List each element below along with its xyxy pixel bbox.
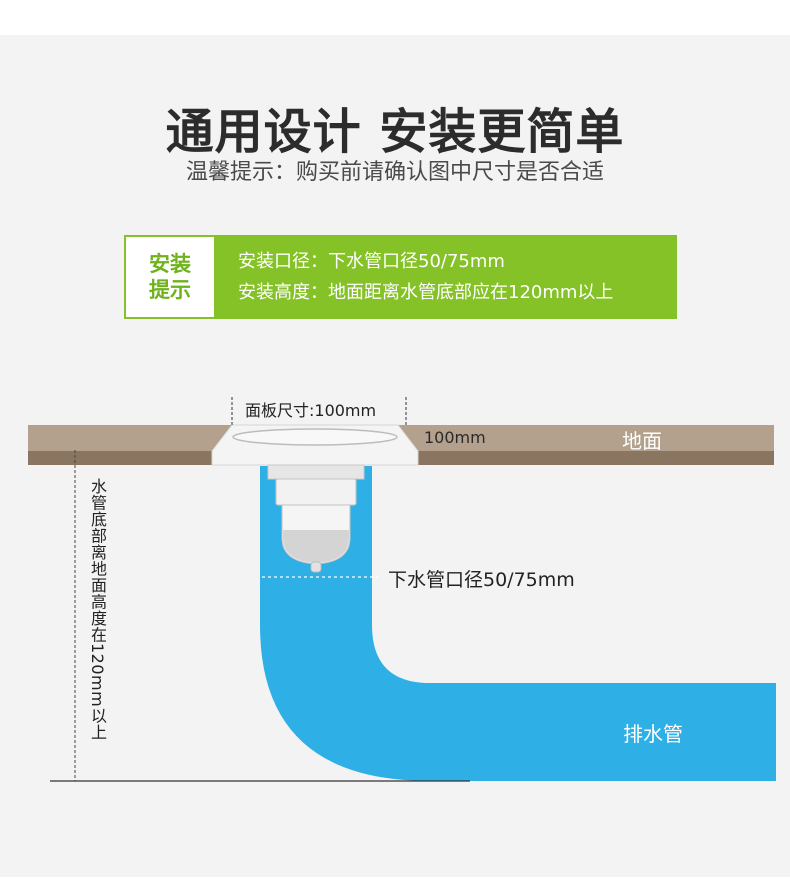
pipe-diameter-label: 下水管口径50/75mm	[388, 569, 575, 591]
drain-pipe	[260, 466, 776, 781]
install-tag: 安装 提示	[126, 237, 214, 317]
install-height-text: 安装高度：地面距离水管底部应在120mm以上	[238, 282, 614, 303]
install-tag-line1: 安装	[149, 251, 191, 276]
height-note-vertical: 水管底部离地面高度在120mm以上	[88, 478, 107, 741]
ground-label: 地面	[622, 429, 662, 453]
install-info-box: 安装 提示 安装口径：下水管口径50/75mm 安装高度：地面距离水管底部应在1…	[124, 235, 677, 319]
drain-core-body	[275, 478, 357, 506]
drain-core-tip	[310, 561, 322, 573]
install-diameter-text: 安装口径：下水管口径50/75mm	[238, 251, 505, 272]
panel-size-label: 面板尺寸:100mm	[245, 401, 377, 420]
drain-core-neck	[267, 464, 365, 480]
install-lines: 安装口径：下水管口径50/75mm 安装高度：地面距离水管底部应在120mm以上	[216, 235, 677, 319]
page-title: 通用设计 安装更简单	[165, 104, 625, 160]
depth-label: 100mm	[424, 428, 486, 447]
drain-pipe-label: 排水管	[623, 722, 683, 746]
install-tag-line2: 提示	[149, 277, 191, 302]
drain-panel-rim	[232, 428, 398, 446]
drain-core-cup-shade	[283, 530, 349, 563]
page-subtitle: 温馨提示：购买前请确认图中尺寸是否合适	[185, 160, 604, 185]
